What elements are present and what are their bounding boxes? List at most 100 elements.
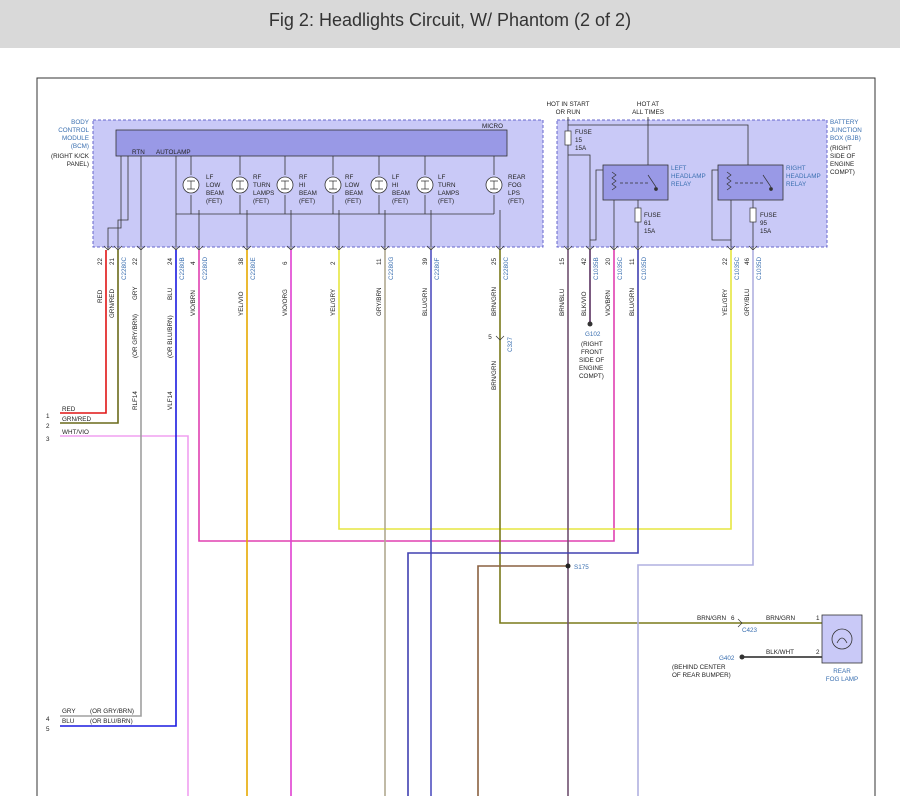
svg-text:3: 3 [46, 436, 50, 443]
svg-text:22: 22 [132, 257, 139, 265]
bjb-name-label: BATTERY JUNCTION BOX (BJB) (RIGHT SIDE O… [830, 119, 862, 176]
svg-text:5: 5 [46, 726, 50, 733]
svg-text:LF: LF [438, 174, 446, 181]
svg-text:MODULE: MODULE [62, 135, 89, 142]
svg-text:COMPT): COMPT) [579, 373, 604, 380]
pin-5: 5 [488, 334, 492, 341]
svg-text:GRN/RED: GRN/RED [109, 289, 116, 318]
connector-c423-label: C423 [742, 627, 758, 634]
svg-text:C1035B: C1035B [593, 257, 600, 280]
svg-text:11: 11 [629, 258, 636, 265]
svg-text:COMPT): COMPT) [830, 169, 855, 176]
splice-s175-label: S175 [574, 564, 589, 571]
svg-text:G402: G402 [719, 655, 735, 662]
svg-text:95: 95 [760, 220, 768, 227]
svg-text:VLF14: VLF14 [167, 391, 174, 410]
svg-text:15A: 15A [644, 228, 656, 235]
svg-text:GRY: GRY [132, 286, 139, 300]
left-terminals: 1 2 3 4 5 RED GRN/RED WHT/VIO GRY (OR GR… [46, 406, 134, 733]
svg-text:BLU: BLU [167, 287, 174, 300]
svg-text:BEAM: BEAM [392, 190, 410, 197]
fuse-95-label: FUSE 95 15A [760, 212, 777, 235]
wire-yel-gry [338, 250, 732, 530]
svg-text:15A: 15A [575, 145, 587, 152]
svg-text:FOG LAMP: FOG LAMP [826, 676, 859, 683]
connector-ids: C2280C C2280B C2280D C2280E C2280G C2280… [121, 256, 763, 280]
svg-text:C2280C: C2280C [121, 256, 128, 280]
right-headlamp-relay-icon [717, 164, 784, 201]
bcm-name-label: BODY CONTROL MODULE (BCM) (RIGHT K/CK PA… [51, 119, 90, 168]
wire-gry-blu [637, 250, 754, 796]
fuse-61-icon [634, 207, 642, 223]
svg-text:C2280F: C2280F [434, 257, 441, 280]
micro-label: MICRO [482, 123, 503, 130]
svg-text:C1035C: C1035C [617, 256, 624, 280]
svg-text:VIO/ORG: VIO/ORG [282, 289, 289, 316]
svg-text:RELAY: RELAY [786, 181, 807, 188]
svg-text:(FET): (FET) [345, 198, 361, 205]
svg-text:C1035C: C1035C [734, 256, 741, 280]
fet-label-lf-turn-lamps: LF TURN LAMPS (FET) [438, 174, 459, 205]
svg-text:WHT/VIO: WHT/VIO [62, 429, 89, 436]
rear-fog-lamp-label: REAR FOG LAMP [826, 668, 859, 683]
ground-g102-icon [587, 321, 593, 327]
fet-label-rf-low-beam: RF LOW BEAM (FET) [345, 174, 363, 205]
fet-label-rear-fog: REAR FOG LPS (FET) [508, 174, 526, 205]
svg-text:LAMPS: LAMPS [253, 190, 274, 197]
bcm-micro [115, 129, 508, 157]
svg-text:BLK/VIO: BLK/VIO [581, 291, 588, 316]
svg-text:4: 4 [46, 716, 50, 723]
svg-text:RED: RED [97, 289, 104, 303]
svg-text:RELAY: RELAY [671, 181, 692, 188]
svg-text:BEAM: BEAM [345, 190, 363, 197]
header-bar: Fig 2: Headlights Circuit, W/ Phantom (2… [0, 0, 900, 48]
svg-text:BLU: BLU [62, 718, 75, 725]
svg-text:CONTROL: CONTROL [58, 127, 89, 134]
svg-text:15A: 15A [760, 228, 772, 235]
svg-text:(RIGHT K/CK: (RIGHT K/CK [51, 153, 90, 160]
svg-text:4: 4 [190, 261, 197, 265]
svg-text:C2280C: C2280C [503, 256, 510, 280]
svg-text:TURN: TURN [438, 182, 456, 189]
svg-text:FUSE: FUSE [644, 212, 661, 219]
svg-text:(FET): (FET) [206, 198, 222, 205]
svg-text:VIO/BRN: VIO/BRN [605, 290, 612, 316]
svg-text:FUSE: FUSE [575, 129, 592, 136]
svg-text:C1035D: C1035D [641, 256, 648, 280]
svg-text:GRY: GRY [62, 708, 76, 715]
connector-c327-icon [495, 335, 505, 341]
svg-text:(FET): (FET) [253, 198, 269, 205]
wire-blu [60, 250, 177, 727]
fuse-95-icon [749, 207, 757, 223]
wire-grn-red [60, 250, 119, 424]
svg-text:RIGHT: RIGHT [786, 165, 806, 172]
svg-text:SIDE OF: SIDE OF [579, 357, 604, 364]
svg-text:HEADLAMP: HEADLAMP [786, 173, 821, 180]
svg-text:LAMPS: LAMPS [438, 190, 459, 197]
svg-text:BRN/GRN: BRN/GRN [491, 361, 498, 390]
svg-text:61: 61 [644, 220, 652, 227]
fet-glyphs [187, 180, 498, 190]
svg-text:GRY/BLU: GRY/BLU [744, 288, 751, 316]
svg-text:BEAM: BEAM [299, 190, 317, 197]
svg-text:46: 46 [744, 257, 751, 265]
hot-in-start-label: HOT IN START OR RUN [546, 101, 589, 116]
svg-text:G102: G102 [585, 331, 601, 338]
svg-text:HI: HI [392, 182, 399, 189]
svg-text:ENGINE: ENGINE [830, 161, 854, 168]
svg-text:25: 25 [491, 257, 498, 265]
rtn-label: RTN [132, 149, 145, 156]
svg-text:BEAM: BEAM [206, 190, 224, 197]
svg-text:YEL/GRY: YEL/GRY [330, 288, 337, 316]
svg-text:OR RUN: OR RUN [556, 109, 581, 116]
ground-g402-label: G402 (BEHIND CENTER OF REAR BUMPER) [672, 655, 735, 679]
fet-label-lf-hi-beam: LF HI BEAM (FET) [392, 174, 410, 205]
svg-text:11: 11 [376, 258, 383, 265]
wire-blu-grn-rt [407, 250, 639, 796]
svg-text:38: 38 [238, 257, 245, 265]
diagram-title: Fig 2: Headlights Circuit, W/ Phantom (2… [268, 10, 632, 30]
connector-c327-label: C327 [507, 336, 514, 352]
wire-color-labels: RED GRN/RED GRY (OR GRY/BRN) RLF14 BLU (… [97, 286, 751, 410]
svg-text:RF: RF [345, 174, 354, 181]
wire-red [60, 250, 107, 414]
